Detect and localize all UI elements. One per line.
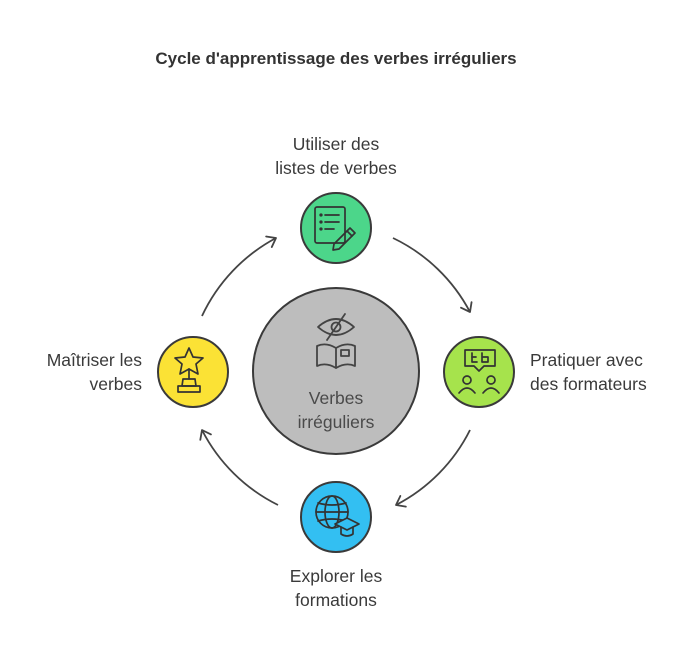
node-top	[300, 192, 372, 264]
arrow-top-to-right	[392, 237, 473, 313]
node-label-right-line2: des formateurs	[530, 374, 647, 394]
node-right	[443, 336, 515, 408]
node-label-left-line2: verbes	[89, 374, 142, 394]
node-circle-bottom	[300, 481, 372, 553]
center-node	[252, 287, 420, 455]
diagram-title: Cycle d'apprentissage des verbes irrégul…	[155, 49, 517, 68]
people-chat-icon	[458, 349, 500, 394]
globe-graduation-icon	[315, 495, 360, 537]
center-circle	[252, 287, 420, 455]
node-label-top-line2: listes de verbes	[275, 158, 397, 178]
node-left	[157, 336, 229, 408]
node-circle-top	[300, 192, 372, 264]
arrow-bottom-to-left	[199, 429, 279, 506]
arrow-left-to-top	[201, 235, 277, 317]
node-label-bottom: Explorer les formations	[236, 564, 436, 612]
center-label: Verbes irréguliers	[256, 386, 416, 434]
arrow-right-to-bottom	[395, 429, 471, 508]
list-pen-icon	[314, 206, 356, 251]
node-label-left: Maîtriser les verbes	[10, 348, 142, 396]
node-label-top-line1: Utiliser des	[292, 134, 380, 154]
node-circle-right	[443, 336, 515, 408]
center-label-line2: irréguliers	[297, 412, 375, 432]
node-label-right-line1: Pratiquer avec	[530, 350, 643, 370]
eye-slash-book-icon	[316, 313, 356, 369]
node-label-top: Utiliser des listes de verbes	[236, 132, 436, 180]
node-label-left-line1: Maîtriser les	[46, 350, 142, 370]
node-label-bottom-line1: Explorer les	[289, 566, 383, 586]
trophy-icon	[174, 347, 204, 393]
node-label-bottom-line2: formations	[295, 590, 377, 610]
center-label-line1: Verbes	[308, 388, 364, 408]
node-label-right: Pratiquer avec des formateurs	[530, 348, 690, 396]
node-bottom	[300, 481, 372, 553]
